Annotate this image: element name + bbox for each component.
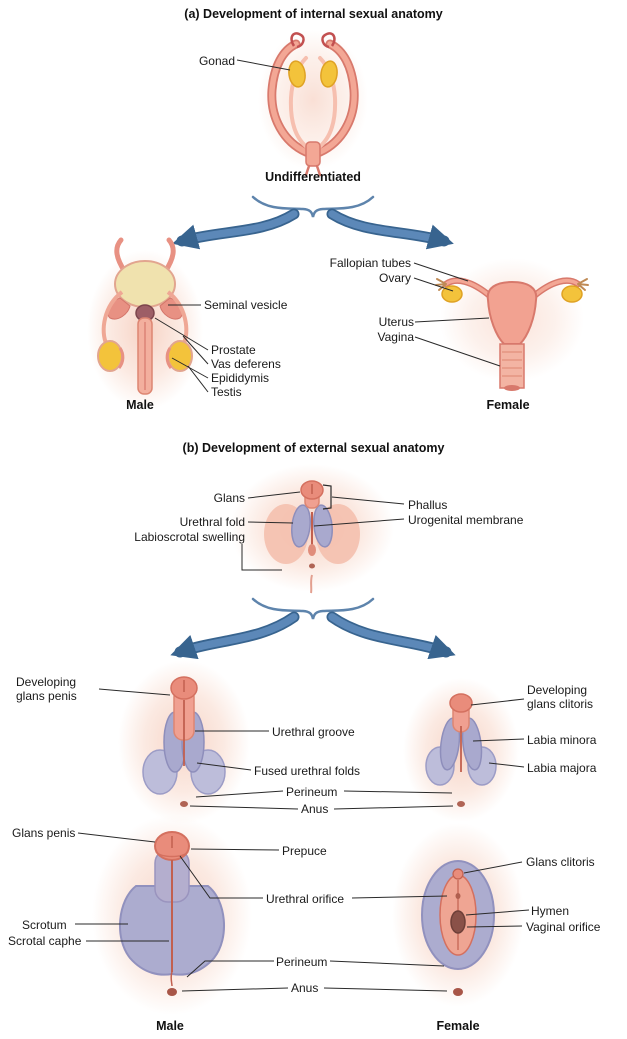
label-scrotum: Scrotum bbox=[22, 918, 67, 932]
label-anus-mature: Anus bbox=[291, 981, 319, 995]
glans-clitoris bbox=[452, 868, 464, 880]
label-labioscrotal-swelling: Labioscrotal swelling bbox=[134, 530, 245, 544]
illustration-external-developing-female bbox=[403, 678, 519, 822]
label-uterus: Uterus bbox=[378, 315, 414, 329]
label-vagina: Vagina bbox=[377, 330, 414, 344]
bladder bbox=[114, 260, 176, 308]
label-epididymis: Epididymis bbox=[211, 371, 270, 385]
label-urethral-orifice: Urethral orifice bbox=[266, 892, 345, 906]
urethral-fold-left bbox=[291, 504, 311, 548]
fallopian-tube-right bbox=[532, 279, 580, 298]
illustration-internal-undifferentiated bbox=[258, 30, 368, 177]
gonad-left bbox=[288, 60, 306, 88]
fallopian-tube-left bbox=[444, 279, 492, 298]
caption-undifferentiated: Undifferentiated bbox=[265, 170, 361, 184]
vaginal-orifice bbox=[450, 910, 466, 934]
developing-glans-clitoris bbox=[449, 693, 473, 713]
anus bbox=[167, 988, 177, 996]
prepuce bbox=[155, 851, 189, 858]
label-urethral-groove: Urethral groove bbox=[272, 725, 355, 739]
illustration-external-mature-female bbox=[392, 823, 524, 1007]
fimbriae-right bbox=[577, 278, 589, 291]
label-prostate: Prostate bbox=[211, 343, 256, 357]
label-phallus: Phallus bbox=[408, 498, 448, 512]
epididymis-right bbox=[165, 347, 173, 369]
vagina bbox=[499, 343, 525, 389]
epididymis-left bbox=[117, 347, 125, 369]
label-glans-penis: Glans penis bbox=[12, 826, 76, 840]
illustration-external-developing-male bbox=[118, 660, 250, 824]
illustration-external-undifferentiated bbox=[230, 464, 394, 594]
ovary-left bbox=[441, 285, 463, 303]
label-urogenital-membrane: Urogenital membrane bbox=[408, 513, 524, 527]
label-ovary: Ovary bbox=[378, 271, 411, 285]
label-glans-clitoris: Glans clitoris bbox=[526, 855, 595, 869]
label-developing-glans-penis: Developing glans penis bbox=[16, 675, 77, 704]
label-urethral-fold: Urethral fold bbox=[179, 515, 245, 529]
anus bbox=[453, 988, 463, 996]
illustration-external-mature-male bbox=[92, 815, 252, 1015]
uterus bbox=[486, 280, 538, 345]
branch-arrow-male-a bbox=[172, 208, 300, 250]
gonad-right bbox=[320, 60, 338, 88]
label-seminal-vesicle: Seminal vesicle bbox=[204, 298, 288, 312]
label-gonad: Gonad bbox=[198, 54, 235, 68]
fimbriae-right bbox=[321, 32, 336, 49]
label-hymen: Hymen bbox=[531, 904, 570, 918]
label-perineum-mature: Perineum bbox=[276, 955, 328, 969]
label-fused-urethral-folds: Fused urethral folds bbox=[254, 764, 361, 778]
anus bbox=[457, 801, 465, 807]
label-prepuce: Prepuce bbox=[282, 844, 327, 858]
fimbriae-left bbox=[290, 32, 305, 49]
label-developing-glans-clitoris: Developing glans clitoris bbox=[527, 683, 594, 712]
label-fallopian-tubes: Fallopian tubes bbox=[329, 256, 411, 270]
anus bbox=[309, 563, 315, 569]
label-glans: Glans bbox=[213, 491, 245, 505]
branch-arrow-female-b bbox=[326, 611, 456, 660]
label-vas-deferens: Vas deferens bbox=[211, 357, 281, 371]
section-a-title: (a) Development of internal sexual anato… bbox=[184, 7, 443, 21]
label-labia-minora: Labia minora bbox=[527, 733, 597, 747]
illustration-internal-female bbox=[435, 258, 589, 391]
label-anus-developing: Anus bbox=[301, 802, 329, 816]
leader-lines bbox=[75, 59, 530, 992]
caption-female-external: Female bbox=[436, 1019, 480, 1033]
branch-brace-a bbox=[251, 195, 375, 218]
urethral-orifice bbox=[455, 893, 461, 899]
illustration-internal-male bbox=[87, 237, 203, 410]
label-labia-majora: Labia majora bbox=[527, 761, 597, 775]
label-scrotal-raphe: Scrotal caphe bbox=[8, 934, 82, 948]
caption-female-internal: Female bbox=[486, 398, 530, 412]
label-vaginal-orifice: Vaginal orifice bbox=[526, 920, 601, 934]
branch-arrow-female-a bbox=[326, 208, 454, 250]
section-b-title: (b) Development of external sexual anato… bbox=[182, 441, 445, 455]
ovary-right bbox=[561, 285, 583, 303]
label-perineum-developing: Perineum bbox=[286, 785, 338, 799]
anus bbox=[180, 801, 188, 807]
branch-arrow-male-b bbox=[170, 611, 300, 660]
caption-male-external: Male bbox=[156, 1019, 184, 1033]
label-testis: Testis bbox=[211, 385, 242, 399]
branch-brace-b bbox=[251, 597, 375, 620]
caption-male-internal: Male bbox=[126, 398, 154, 412]
